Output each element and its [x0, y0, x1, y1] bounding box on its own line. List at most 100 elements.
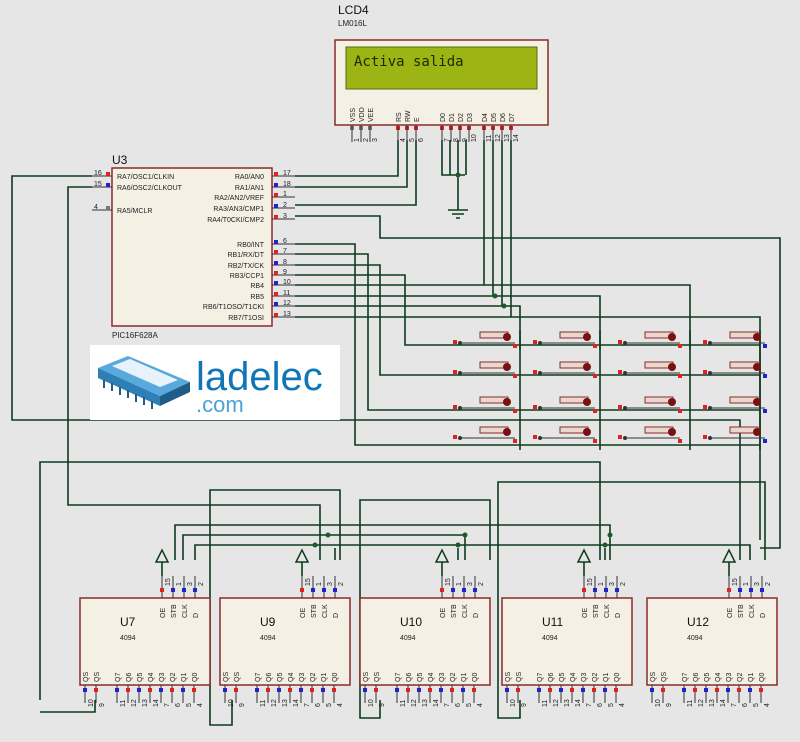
sr-pin-number: 11: [400, 700, 407, 707]
shift-register-body: [359, 597, 491, 686]
sr-pin-marker: [277, 688, 281, 692]
keypad-button[interactable]: [453, 396, 517, 413]
mcu-pin-label: RB0/INT: [237, 242, 265, 249]
sr-pin-label: Q0: [614, 673, 621, 682]
sr-pin-label: D: [760, 613, 767, 618]
sr-pin-label: D: [615, 613, 622, 618]
sr-pin-marker: [192, 688, 196, 692]
sr-pin-number: 13: [422, 699, 429, 707]
sr-pin-label: Q1: [603, 673, 610, 682]
keypad-matrix: [453, 331, 767, 443]
keypad-button[interactable]: [453, 426, 517, 443]
sr-pin-number: 7: [586, 703, 593, 707]
lcd-pin-number: 3: [372, 138, 379, 142]
sr-pin-marker: [223, 688, 227, 692]
sr-pin-number: 14: [293, 699, 300, 707]
sr-pin-marker: [234, 688, 238, 692]
mcu-pin-label: RA1/AN1: [235, 185, 264, 192]
sr-pin-label: OE: [300, 608, 307, 618]
sr-pin-marker: [462, 588, 466, 592]
sr-pin-number: 7: [731, 703, 738, 707]
keypad-button[interactable]: [533, 331, 597, 348]
sr-pin-label: Q5: [417, 673, 424, 682]
lcd-pin-label: D5: [491, 113, 498, 122]
keypad-button[interactable]: [533, 361, 597, 378]
mcu-chip: U3 PIC16F628A RA7/OSC1/CLKIN16RA6/OSC2/C…: [92, 153, 295, 340]
keypad-button[interactable]: [453, 361, 517, 378]
lcd-pin-number: 5: [409, 138, 416, 142]
shift-register-model: 4094: [687, 635, 703, 642]
sr-pin-number: 15: [305, 578, 312, 586]
sr-pin-label: Q0: [332, 673, 339, 682]
lcd-pin-label: D1: [449, 113, 456, 122]
keypad-button[interactable]: [533, 396, 597, 413]
mcu-pin-marker: [274, 313, 278, 317]
sr-pin-label: CLK: [462, 604, 469, 618]
sr-pin-marker: [115, 688, 119, 692]
mcu-pin-label: RB6/T1OSO/T1CKI: [203, 304, 264, 311]
sr-pin-number: 5: [753, 703, 760, 707]
mcu-pin-marker: [106, 183, 110, 187]
lcd-pin-label: VEE: [368, 108, 375, 122]
shift-register-u9: U94094OE15STB1CLK3D2QS10QS9Q711Q612Q513Q…: [219, 548, 351, 707]
sr-pin-number: 15: [587, 578, 594, 586]
keypad-button[interactable]: [703, 426, 767, 443]
sr-pin-marker: [255, 688, 259, 692]
mcu-pin-number: 9: [283, 269, 287, 276]
sr-pin-label: Q2: [310, 673, 317, 682]
mcu-pin-number: 8: [283, 259, 287, 266]
shift-register-u10: U104094OE15STB1CLK3D2QS10QS9Q711Q612Q513…: [359, 548, 491, 707]
keypad-button[interactable]: [533, 426, 597, 443]
mcu-pin-label: RA3/AN3/CMP1: [213, 206, 264, 213]
sr-pin-label: Q3: [159, 673, 166, 682]
keypad-button[interactable]: [703, 361, 767, 378]
sr-pin-number: 3: [754, 582, 761, 586]
sr-pin-number: 14: [720, 699, 727, 707]
ladelec-logo: ladelec .com: [90, 345, 340, 420]
lcd-screen: [345, 46, 538, 90]
sr-pin-marker: [406, 688, 410, 692]
keypad-button[interactable]: [618, 331, 682, 348]
sr-pin-marker: [614, 688, 618, 692]
mcu-pin-marker: [274, 281, 278, 285]
sr-pin-marker: [615, 588, 619, 592]
sr-pin-number: 1: [176, 582, 183, 586]
mcu-pin-label: RA5/MCLR: [117, 208, 152, 215]
sr-pin-marker: [592, 688, 596, 692]
keypad-button[interactable]: [618, 361, 682, 378]
shift-register-model: 4094: [120, 635, 136, 642]
lcd-pin-label: VDD: [359, 107, 366, 122]
sr-pin-label: Q7: [537, 673, 544, 682]
mcu-pin-number: 2: [283, 202, 287, 209]
sr-pin-marker: [137, 688, 141, 692]
sr-pin-label: Q4: [428, 673, 435, 682]
shift-register-ref: U10: [400, 615, 422, 629]
sr-pin-marker: [693, 688, 697, 692]
lcd-pin-label: RW: [405, 110, 412, 122]
sr-pin-number: 10: [368, 699, 375, 707]
mcu-pin-marker: [274, 204, 278, 208]
sr-pin-label: QS: [505, 672, 512, 682]
shift-register-ref: U7: [120, 615, 136, 629]
sr-pin-label: Q5: [704, 673, 711, 682]
sr-pin-label: Q5: [277, 673, 284, 682]
keypad-button[interactable]: [703, 396, 767, 413]
keypad-button[interactable]: [453, 331, 517, 348]
sr-pin-label: Q3: [439, 673, 446, 682]
sr-pin-label: Q4: [288, 673, 295, 682]
shift-register-u12: U124094OE15STB1CLK3D2QS10QS9Q711Q612Q513…: [646, 548, 778, 707]
sr-pin-label: Q7: [395, 673, 402, 682]
sr-pin-number: 1: [316, 582, 323, 586]
keypad-button[interactable]: [618, 396, 682, 413]
mcu-right-pins: RA0/AN017RA1/AN118RA2/AN2/VREF1RA3/AN3/C…: [203, 170, 295, 322]
mcu-pin-number: 17: [283, 170, 291, 177]
sr-pin-marker: [428, 688, 432, 692]
mcu-pin-number: 3: [283, 213, 287, 220]
sr-pin-label: CLK: [749, 604, 756, 618]
sr-pin-number: 10: [228, 699, 235, 707]
lcd-pin-label: D3: [467, 113, 474, 122]
keypad-button[interactable]: [618, 426, 682, 443]
keypad-button[interactable]: [703, 331, 767, 348]
sr-pin-number: 1: [743, 582, 750, 586]
